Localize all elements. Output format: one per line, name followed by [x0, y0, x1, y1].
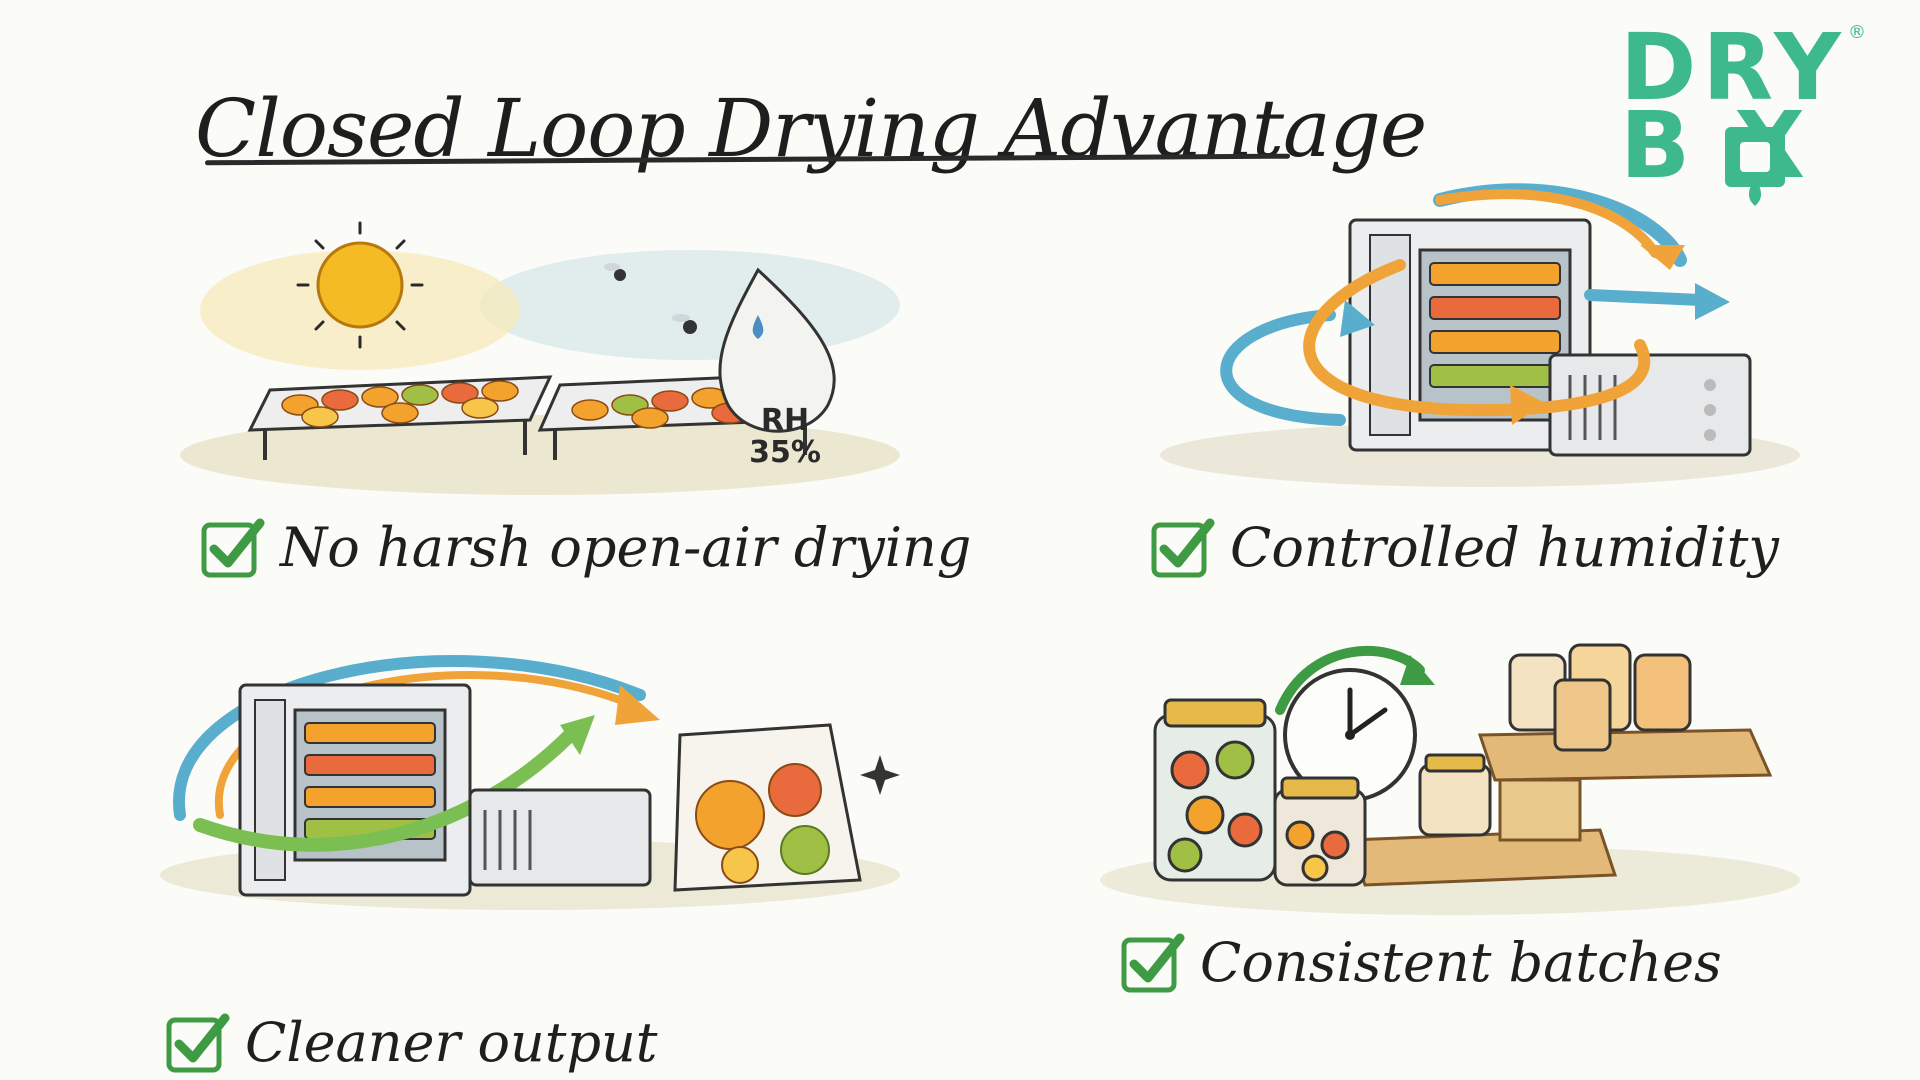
caption-consistent-batches: Consistent batches [1120, 930, 1722, 996]
dryer-cabinet [238, 683, 472, 897]
humidity-drop-icon [718, 267, 836, 433]
logo-line-1: DRY [1620, 14, 1847, 121]
crate-icon [1498, 778, 1582, 842]
sparkle-icon [860, 755, 900, 795]
caption-cleaner-output: Cleaner output [165, 1010, 658, 1076]
caption-text: Cleaner output [245, 1011, 658, 1074]
glass-jar-small [1273, 776, 1367, 887]
caption-controlled-humidity: Controlled humidity [1150, 515, 1779, 581]
rh-label: RH [760, 403, 810, 438]
green-check-icon [166, 1013, 230, 1073]
glass-jar-mini [1418, 753, 1492, 837]
caption-text: Controlled humidity [1230, 516, 1779, 579]
green-check-icon [1121, 933, 1185, 993]
wooden-pallet-back [1477, 728, 1773, 782]
caption-text: Consistent batches [1200, 931, 1722, 994]
logo-droplet-icon [1725, 127, 1785, 206]
registered-mark: ® [1848, 22, 1866, 43]
dryer-cabinet [1348, 218, 1592, 452]
fly-icon [604, 263, 697, 334]
open-air-drying-illustration [170, 215, 910, 505]
glass-jar-large [1153, 698, 1277, 882]
green-check-icon [201, 518, 265, 578]
green-check-icon [1151, 518, 1215, 578]
rh-badge: RH 35% [730, 405, 840, 469]
rh-value: 35% [749, 435, 821, 470]
consistent-batches-illustration [1090, 630, 1810, 920]
drying-rack-1 [247, 375, 553, 460]
dehumidifier-unit [468, 788, 652, 887]
caption-open-air: No harsh open-air drying [200, 515, 971, 581]
jar-icon [1508, 643, 1692, 752]
product-bag-icon [673, 723, 862, 892]
sun-icon [296, 221, 424, 349]
controlled-humidity-illustration [1140, 175, 1820, 495]
cleaner-output-illustration [140, 625, 920, 915]
drybox-logo: DRY B X ® [1620, 14, 1900, 206]
caption-text: No harsh open-air drying [280, 516, 972, 579]
